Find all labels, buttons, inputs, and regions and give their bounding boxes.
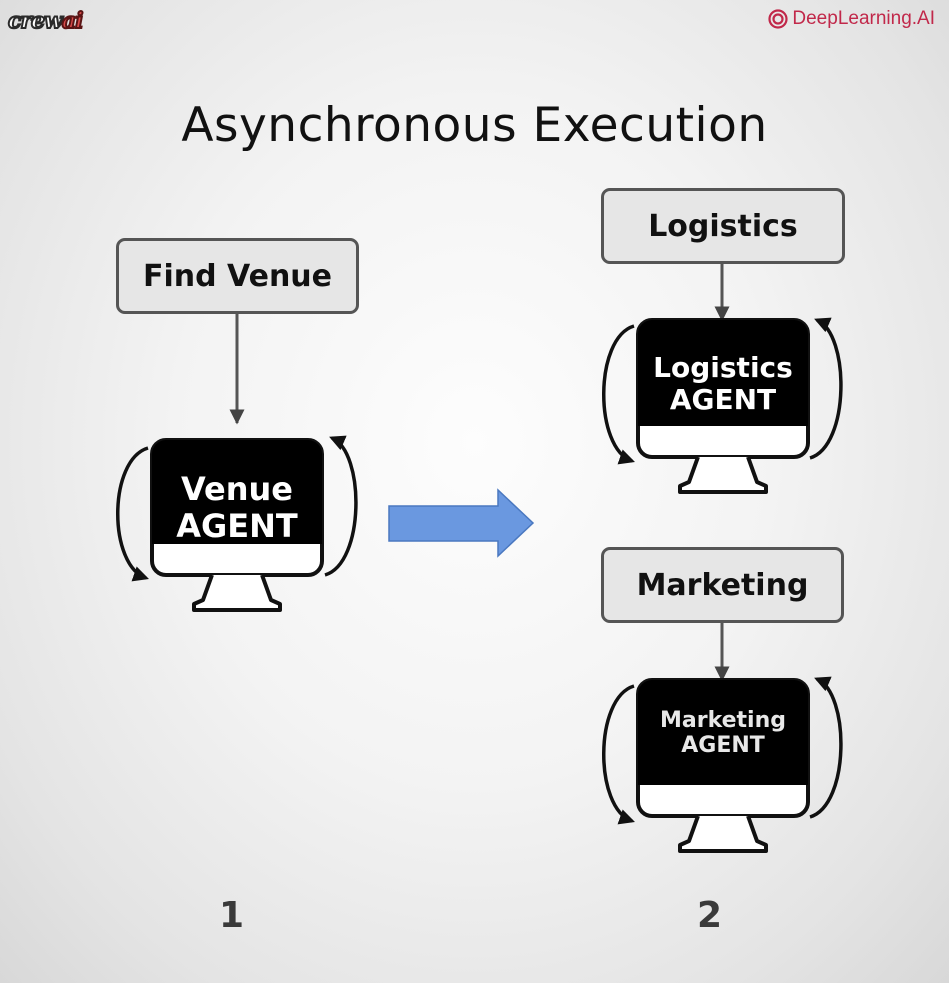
marketing-agent-name: Marketing — [659, 708, 787, 733]
marketing-agent-label: Marketing AGENT — [638, 708, 808, 759]
crewai-logo: crewai — [7, 7, 85, 35]
step-1-number: 1 — [219, 895, 245, 936]
logistics-agent-monitor-icon — [636, 318, 810, 494]
step-2-number: 2 — [697, 895, 723, 936]
venue-agent-label: Venue AGENT — [152, 471, 322, 545]
logistics-agent-name: Logistics — [653, 351, 793, 384]
transition-arrow — [388, 488, 535, 558]
logistics-cycle-right-arrow — [809, 317, 843, 460]
venue-cycle-left-arrow — [116, 446, 149, 582]
marketing-agent-monitor-icon — [636, 678, 810, 853]
deeplearning-icon — [768, 9, 788, 29]
venue-agent-monitor-icon — [150, 438, 324, 612]
marketing-cycle-left-arrow — [602, 684, 635, 825]
marketing-agent-role: AGENT — [681, 733, 765, 759]
logistics-task-box: Logistics — [601, 188, 845, 264]
marketing-task-box: Marketing — [601, 547, 844, 623]
logistics-agent-label: Logistics AGENT — [638, 351, 808, 417]
marketing-cycle-right-arrow — [809, 676, 843, 819]
page-title: Asynchronous Execution — [181, 98, 768, 153]
deeplearning-logo: DeepLearning.AI — [768, 8, 935, 30]
venue-agent-role: AGENT — [176, 506, 298, 545]
deeplearning-wordmark: DeepLearning.AI — [792, 8, 935, 29]
venue-agent-name: Venue — [181, 470, 293, 508]
venue-cycle-right-arrow — [324, 435, 358, 577]
logistics-cycle-left-arrow — [602, 324, 635, 465]
logistics-agent-role: AGENT — [669, 383, 777, 417]
find-venue-task-box: Find Venue — [116, 238, 359, 314]
